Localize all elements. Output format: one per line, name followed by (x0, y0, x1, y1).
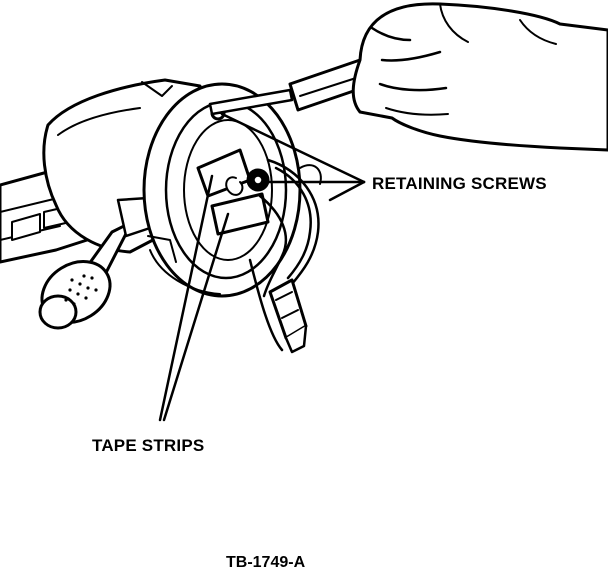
leader-retaining-screws (220, 112, 366, 202)
tape-strips-label: TAPE STRIPS (92, 436, 205, 455)
figure-id-caption: TB-1749-A (226, 554, 306, 571)
wiring-harness (248, 158, 322, 352)
leader-tape-strips (158, 174, 230, 422)
retaining-screws-label: RETAINING SCREWS (372, 174, 547, 193)
wire-connector (268, 278, 308, 354)
retaining-screw-lower (225, 168, 270, 196)
hand (351, 2, 608, 152)
turn-signal-lever (38, 196, 152, 330)
